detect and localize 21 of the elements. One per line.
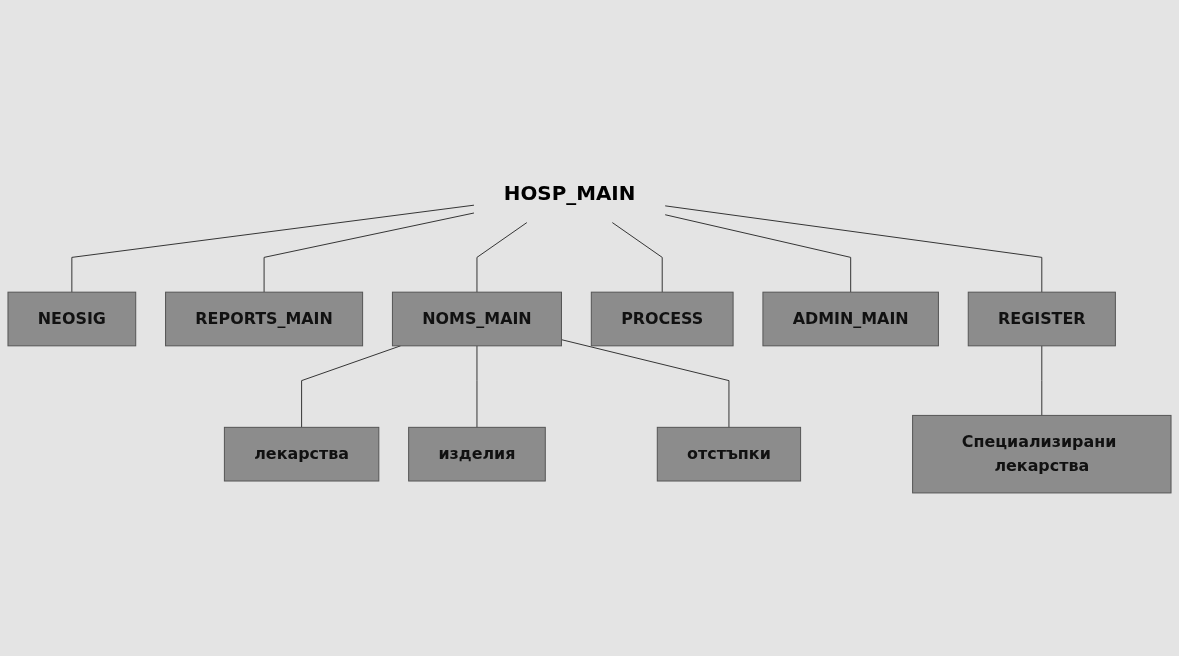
node-box: отстъпки xyxy=(656,426,802,482)
connector xyxy=(611,222,663,293)
node-box: REGISTER xyxy=(967,291,1116,347)
node-box: изделия xyxy=(408,426,546,482)
node-box: NOMS_MAIN xyxy=(391,291,562,347)
connector xyxy=(664,214,852,293)
connector xyxy=(476,345,478,428)
node-box: NEOSIG xyxy=(7,291,137,347)
connector xyxy=(1041,345,1043,416)
node-box: ADMIN_MAIN xyxy=(762,291,939,347)
connector xyxy=(301,345,402,428)
connector xyxy=(476,222,528,293)
node-box: REPORTS_MAIN xyxy=(165,291,364,347)
node-box: Специализирани лекарства xyxy=(912,414,1172,494)
connector xyxy=(263,212,475,293)
node-box: лекарства xyxy=(223,426,380,482)
node-text: HOSP_MAIN xyxy=(503,180,636,205)
connector xyxy=(561,339,730,428)
connector xyxy=(71,204,475,293)
connector xyxy=(664,205,1043,293)
node-box: PROCESS xyxy=(590,291,734,347)
